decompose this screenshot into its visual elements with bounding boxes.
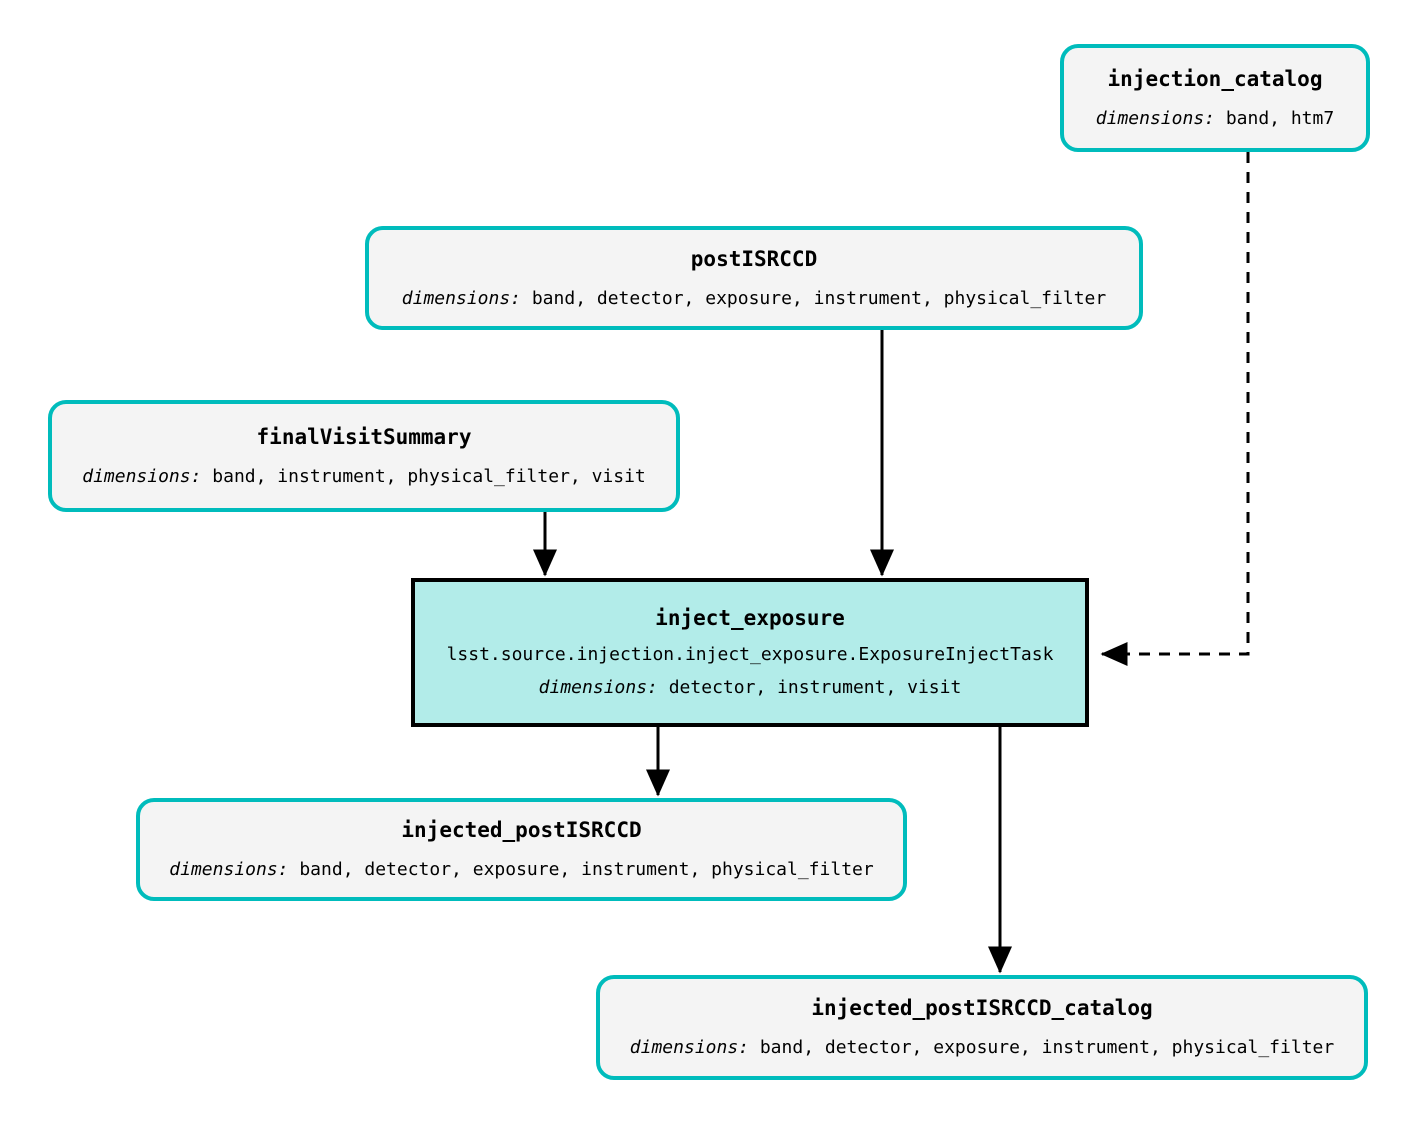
dimensions-label: dimensions: [401,287,532,309]
node-injection-catalog-dimensions: dimensions: band, htm7 [1096,108,1334,130]
node-finalvisitsummary-dimensions: dimensions: band, instrument, physical_f… [82,466,646,488]
node-injected-postisrccd-title: injected_postISRCCD [401,818,642,843]
dimensions-value: detector, instrument, visit [668,677,962,699]
dimensions-label: dimensions: [169,859,300,881]
node-postisrccd-title: postISRCCD [690,246,818,271]
node-inject-exposure-class: lsst.source.injection.inject_exposure.Ex… [446,643,1054,665]
node-injected-postisrccd-dimensions: dimensions: band, detector, exposure, in… [169,859,873,881]
dimensions-value: band, htm7 [1225,107,1335,129]
dimensions-value: band, instrument, physical_filter, visit [212,465,646,487]
node-injected-postisrccd-catalog[interactable]: injected_postISRCCD_catalog dimensions: … [596,975,1368,1080]
node-injected-postisrccd[interactable]: injected_postISRCCD dimensions: band, de… [136,798,907,901]
node-injection-catalog-title: injection_catalog [1107,66,1323,91]
dimensions-value: band, detector, exposure, instrument, ph… [299,859,874,881]
node-inject-exposure-dimensions: dimensions: detector, instrument, visit [539,677,962,699]
node-postisrccd[interactable]: postISRCCD dimensions: band, detector, e… [365,226,1143,330]
dimensions-value: band, detector, exposure, instrument, ph… [531,287,1107,309]
node-finalvisitsummary[interactable]: finalVisitSummary dimensions: band, inst… [48,400,680,512]
node-injected-postisrccd-catalog-title: injected_postISRCCD_catalog [811,996,1153,1021]
node-postisrccd-dimensions: dimensions: band, detector, exposure, in… [402,288,1106,310]
dimensions-value: band, detector, exposure, instrument, ph… [759,1037,1335,1059]
node-injected-postisrccd-catalog-dimensions: dimensions: band, detector, exposure, in… [630,1037,1334,1059]
dimensions-label: dimensions: [538,677,669,699]
node-finalvisitsummary-title: finalVisitSummary [256,424,472,449]
node-inject-exposure-title: inject_exposure [655,606,845,631]
node-injection-catalog[interactable]: injection_catalog dimensions: band, htm7 [1060,44,1370,152]
dimensions-label: dimensions: [629,1037,760,1059]
dimensions-label: dimensions: [1095,107,1226,129]
node-inject-exposure[interactable]: inject_exposure lsst.source.injection.in… [411,578,1089,727]
dimensions-label: dimensions: [82,465,213,487]
